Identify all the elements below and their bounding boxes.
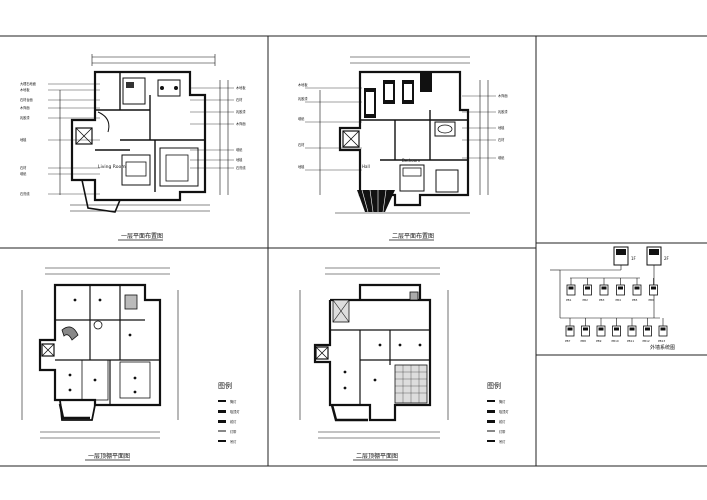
panel-label: PB11 (627, 339, 634, 343)
distribution-panel: PB3 (599, 278, 609, 302)
legend-title: 图例 (487, 381, 501, 390)
callout-left: 墙纸 (298, 116, 305, 121)
legend-item: 吸顶灯 (499, 409, 509, 414)
distribution-panel: PB7 (565, 318, 575, 343)
callout-right: 石膏线 (236, 165, 246, 170)
panel-label: PB8 (581, 339, 587, 343)
callout-left: 木饰面 (20, 105, 30, 110)
callout-right: 石材 (498, 137, 505, 142)
callout-left: 木地板 (20, 87, 30, 92)
panel-title: 外墙系统图 (650, 344, 675, 351)
legend: 筒灯 吸顶灯 射灯 灯带 吊灯 (487, 399, 509, 444)
panel-label: PB5 (632, 298, 638, 302)
ceiling-ground-floor: 图例 筒灯 吸顶灯 射灯 灯带 吊灯 一层顶棚平面图 (21, 267, 240, 461)
panel-label: PB10 (612, 339, 619, 343)
top-box: 2F (646, 246, 670, 266)
plan-ground-floor: Living Room 大理石地面 木地板 石材台面 木饰面 乳胶漆 地毯 石材… (20, 54, 246, 241)
callout-left: 石材 (298, 142, 305, 147)
legend: 筒灯 吸顶灯 射灯 灯带 吊灯 (218, 399, 240, 444)
distribution-panel: PB8 (581, 318, 590, 343)
callout-left: 木地板 (298, 82, 308, 87)
legend-item: 吸顶灯 (230, 409, 240, 414)
callout-right: 木地板 (236, 85, 246, 90)
legend-item: 筒灯 (230, 399, 237, 404)
callout-right: 乳胶漆 (498, 109, 508, 114)
callout-left: 乳胶漆 (20, 115, 30, 120)
room-label-hall: Hall (362, 164, 370, 169)
callout-right: 石材 (236, 97, 243, 102)
distribution-panel: PB4 (616, 278, 625, 302)
callout-right: 墙纸 (498, 155, 505, 160)
panel-label: PB7 (565, 339, 571, 343)
room-label-bedroom: Bedroom (402, 158, 420, 163)
panel-title: 二层平面布置图 (392, 232, 434, 240)
top-box-label: 1F (631, 256, 637, 261)
callout-left: 石材台面 (20, 97, 33, 102)
callout-left: 大理石地面 (20, 81, 36, 86)
panel-title: 一层顶棚平面图 (88, 452, 130, 460)
distribution-panel: PB1 (566, 278, 576, 302)
callout-right: 地毯 (498, 125, 505, 130)
legend-item: 吊灯 (499, 439, 506, 444)
panel-row-1: PB1 PB2 PB3 PB4 PB5 PB6 (566, 278, 658, 302)
distribution-panel: PB13 (658, 318, 668, 343)
legend-item: 射灯 (499, 419, 506, 424)
panel-row-2: PB7 PB8 PB9 PB10 PB11 PB12 PB13 (565, 318, 668, 343)
callout-left: 墙纸 (20, 171, 27, 176)
panel-label: PB12 (643, 339, 650, 343)
callout-right: 地毯 (236, 157, 243, 162)
distribution-panel: PB11 (627, 318, 637, 343)
callout-left: 地毯 (20, 137, 27, 142)
top-box: 1F (613, 246, 637, 266)
callout-right: 墙纸 (236, 147, 243, 152)
callout-left: 地毯 (298, 164, 305, 169)
callout-right: 木饰面 (498, 93, 508, 98)
legend-item: 筒灯 (499, 399, 506, 404)
distribution-panel: PB12 (643, 318, 652, 343)
panel-label: PB4 (616, 298, 622, 302)
legend-item: 灯带 (499, 429, 506, 434)
distribution-panel: PB2 (583, 278, 592, 302)
panel-label: PB13 (658, 339, 665, 343)
panel-label: PB6 (649, 298, 655, 302)
legend-item: 吊灯 (230, 439, 237, 444)
legend-item: 射灯 (230, 419, 237, 424)
distribution-panel: PB5 (632, 278, 642, 302)
distribution-panel: PB6 (649, 278, 658, 302)
callout-right: 乳胶漆 (236, 109, 246, 114)
distribution-panel: PB9 (596, 318, 606, 343)
distribution-panel: PB10 (612, 318, 621, 343)
callout-left: 乳胶漆 (298, 96, 308, 101)
plan-second-floor: Hall Bedroom 木地板 乳胶漆 墙纸 石材 地毯 木饰面 乳胶漆 地毯… (298, 56, 508, 241)
room-label-living: Living Room (98, 164, 126, 170)
legend-item: 灯带 (230, 429, 237, 434)
sheet-grid (0, 35, 707, 467)
panel-label: PB9 (596, 339, 602, 343)
panel-title: 一层平面布置图 (121, 232, 163, 240)
panel-label: PB1 (566, 298, 572, 302)
panel-label: PB2 (583, 298, 589, 302)
panel-title: 二层顶棚平面图 (356, 452, 398, 460)
panel-label: PB3 (599, 298, 605, 302)
callout-left: 石材 (20, 165, 27, 170)
callout-left: 石膏线 (20, 191, 30, 196)
top-box-label: 2F (664, 256, 670, 261)
ceiling-second-floor: 图例 筒灯 吸顶灯 射灯 灯带 吊灯 二层顶棚平面图 (299, 267, 509, 461)
legend-title: 图例 (218, 381, 232, 390)
callout-right: 木饰面 (236, 121, 246, 126)
